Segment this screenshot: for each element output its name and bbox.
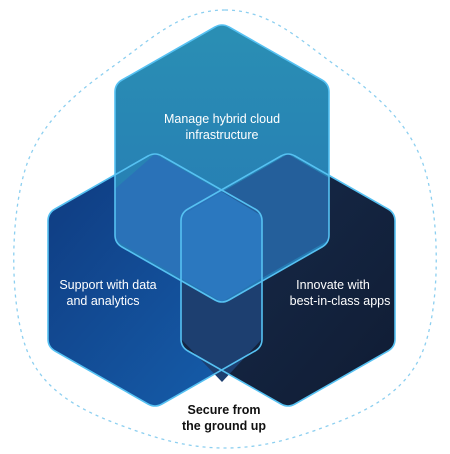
right-hexagon-outline	[180, 153, 396, 407]
bottom-label-line2: the ground up	[182, 419, 266, 433]
right-hex-label-line2: best-in-class apps	[290, 294, 391, 308]
bottom-label-line1: Secure from	[188, 403, 261, 417]
center-overlap	[181, 192, 262, 302]
left-hexagon-outline	[47, 153, 263, 407]
top-hex-label-line1: Manage hybrid cloud	[164, 112, 280, 126]
top-hex-label-line2: infrastructure	[186, 128, 259, 142]
dashed-outer-boundary	[13, 9, 437, 449]
left-hex-label-line2: and analytics	[67, 294, 140, 308]
left-hex-label-line1: Support with data	[59, 278, 156, 292]
right-hex-label-line1: Innovate with	[296, 278, 370, 292]
top-hexagon-outline	[114, 24, 330, 303]
